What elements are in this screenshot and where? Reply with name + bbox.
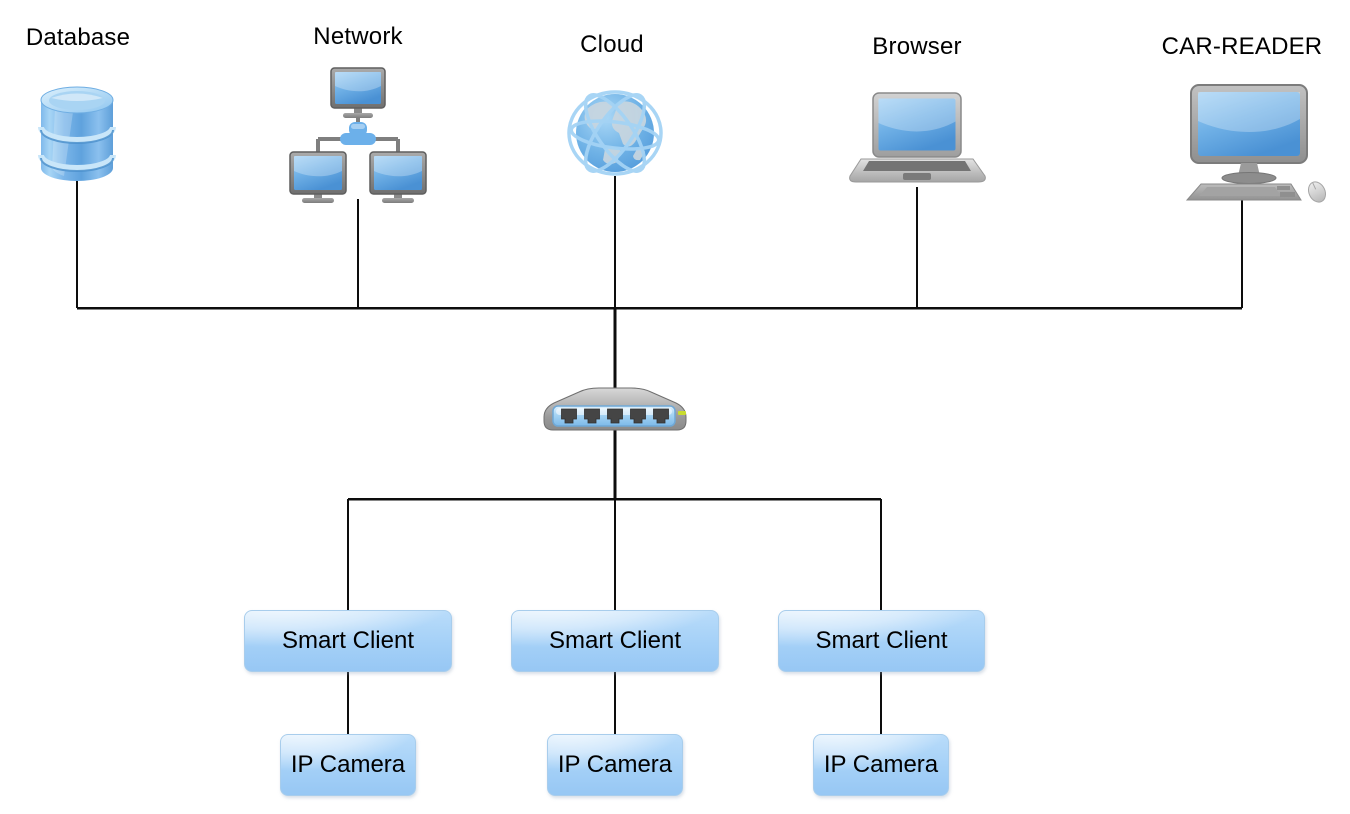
smart-client-label: Smart Client [281,627,415,654]
label-network: Network [313,23,403,50]
ip-camera-label: IP Camera [290,751,406,778]
ip-camera-box-2: IP Camera [547,734,683,796]
ip-camera-label: IP Camera [823,751,939,778]
network-monitors-icon [288,66,428,206]
label-database: Database [25,24,131,51]
smart-client-box-2: Smart Client [511,610,719,672]
desktop-computer-icon [1177,84,1329,206]
smart-client-box-3: Smart Client [778,610,985,672]
ip-camera-label: IP Camera [557,751,673,778]
label-cloud: Cloud [580,31,644,58]
globe-icon [567,89,663,181]
smart-client-label: Smart Client [548,627,682,654]
label-car-reader: CAR-READER [1161,33,1323,60]
ip-camera-box-3: IP Camera [813,734,949,796]
database-icon [37,84,117,184]
network-switch-icon [539,380,691,436]
label-browser: Browser [872,33,962,60]
smart-client-label: Smart Client [815,627,948,654]
smart-client-box-1: Smart Client [244,610,452,672]
ip-camera-box-1: IP Camera [280,734,416,796]
switch-led [678,411,686,415]
laptop-icon [849,92,989,190]
